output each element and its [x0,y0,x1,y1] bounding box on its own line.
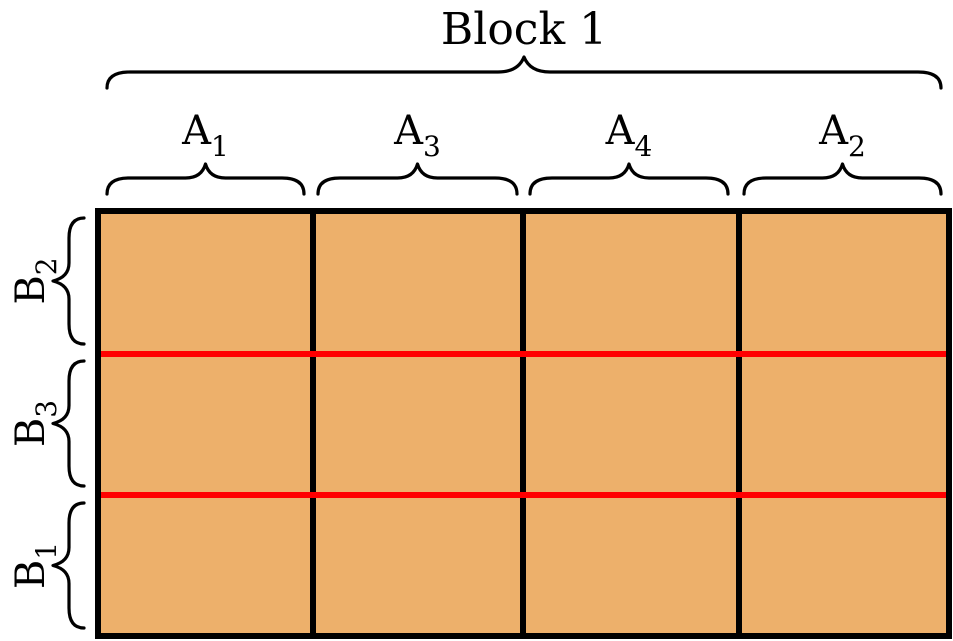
column-label-3: A4 [605,108,653,163]
column-brace-1 [105,162,306,196]
row-label-2: B3 [8,400,63,447]
block-brace [105,55,943,90]
column-brace-3 [528,162,730,196]
column-braces [105,162,943,196]
row-label-1: B2 [8,257,63,304]
column-label-4: A2 [818,108,866,163]
column-label-2: A3 [393,108,441,163]
column-labels: A1 A3 A4 A2 [181,108,866,163]
row-brace-2 [51,359,86,488]
column-brace-4 [742,162,943,196]
row-brace-3 [51,501,86,630]
row-dividers [98,351,949,498]
row-brace-1 [51,216,86,346]
row-label-3: B1 [8,542,63,589]
column-label-1: A1 [181,108,229,163]
grid-border [95,208,952,639]
column-brace-2 [316,162,519,196]
row-braces [51,216,86,630]
column-dividers [310,211,742,636]
block-label: Block 1 [441,4,607,55]
